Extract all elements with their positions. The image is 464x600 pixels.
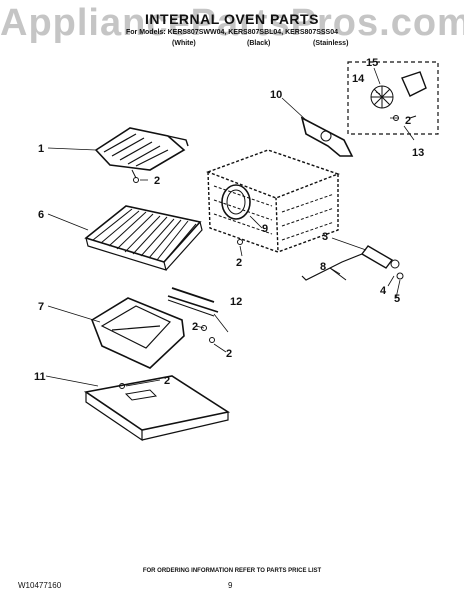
callout-2-cover: 2 [164, 375, 170, 387]
callout-9: 9 [262, 223, 268, 235]
document-number: W10477160 [18, 581, 62, 590]
bake-element-cover [83, 375, 231, 442]
finish-black: (Black) [247, 40, 271, 47]
leader-lines [45, 67, 415, 387]
oven-rack [84, 205, 203, 271]
callout-8: 8 [320, 261, 326, 273]
bake-element [91, 295, 219, 369]
model-list: For Models: KERS807SWW04, KERS807SBL04, … [125, 29, 339, 36]
convection-opening [221, 184, 251, 220]
finish-white: (White) [172, 40, 196, 47]
ordering-note: FOR ORDERING INFORMATION REFER TO PARTS … [142, 568, 322, 574]
broil-element [94, 127, 189, 179]
callout-14: 14 [352, 73, 365, 85]
callout-2-motor: 2 [405, 115, 411, 127]
finish-stainless: (Stainless) [313, 40, 349, 47]
mounting-bracket [171, 287, 215, 303]
temperature-sensor [301, 245, 404, 281]
callout-labels: 1 2 2 2 2 2 2 3 4 5 6 7 8 9 10 11 12 13 … [34, 57, 424, 387]
callout-12: 12 [230, 296, 242, 308]
callout-3: 3 [322, 231, 328, 243]
callout-10: 10 [270, 89, 282, 101]
callout-6: 6 [38, 209, 44, 221]
page-title: INTERNAL OVEN PARTS [145, 11, 319, 27]
callout-2-cavity: 2 [236, 257, 242, 269]
callout-11: 11 [34, 371, 46, 383]
callout-15: 15 [366, 57, 378, 69]
callout-5: 5 [394, 293, 400, 305]
callout-2-bracket: 2 [192, 321, 198, 333]
page-number: 9 [228, 581, 233, 590]
fan-baffle [300, 116, 354, 157]
callout-2-bracket-lower: 2 [226, 348, 232, 360]
callout-7: 7 [38, 301, 44, 313]
callout-1: 1 [38, 143, 44, 155]
callout-13: 13 [412, 147, 424, 159]
callout-2-broil: 2 [154, 175, 160, 187]
screws [119, 115, 399, 389]
callout-4: 4 [380, 285, 387, 297]
convection-fan-assembly [347, 61, 439, 135]
